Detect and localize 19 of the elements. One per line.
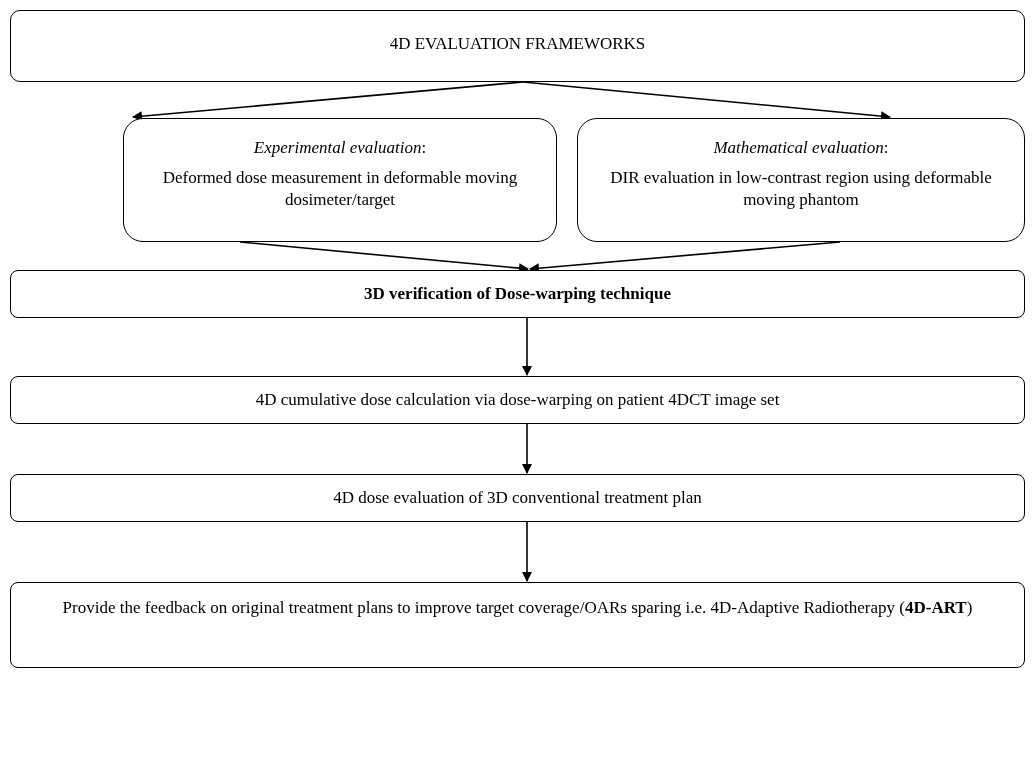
box-text: 4D dose evaluation of 3D conventional treatment plan: [333, 487, 702, 509]
arrow: [522, 521, 532, 582]
process-box: [10, 270, 1025, 318]
arrow: [522, 423, 532, 474]
box-heading: Mathematical evaluation:: [713, 137, 889, 159]
box-text: 4D EVALUATION FRAMEWORKS: [389, 33, 646, 55]
arrow: [522, 317, 532, 376]
box-text: DIR evaluation in low-contrast region using deformable moving phantom: [609, 167, 993, 211]
process-box: [10, 474, 1025, 522]
process-box: [10, 582, 1025, 668]
process-box: [10, 10, 1025, 82]
box-text: 4D cumulative dose calculation via dose-warping on patient 4DCT image set: [255, 389, 780, 411]
process-box: [10, 376, 1025, 424]
process-box: [577, 118, 1025, 242]
box-text: 3D verification of Dose-warping technique: [364, 283, 671, 305]
box-text: Provide the feedback on original treatment plans to improve target coverage/OARs sparing i.e. 4D-Adaptive Radiotherapy (4D-ART): [62, 597, 973, 619]
box-text: Deformed dose measurement in deformable moving dosimeter/target: [161, 167, 519, 211]
box-heading: Experimental evaluation:: [253, 137, 427, 159]
process-box: [123, 118, 557, 242]
